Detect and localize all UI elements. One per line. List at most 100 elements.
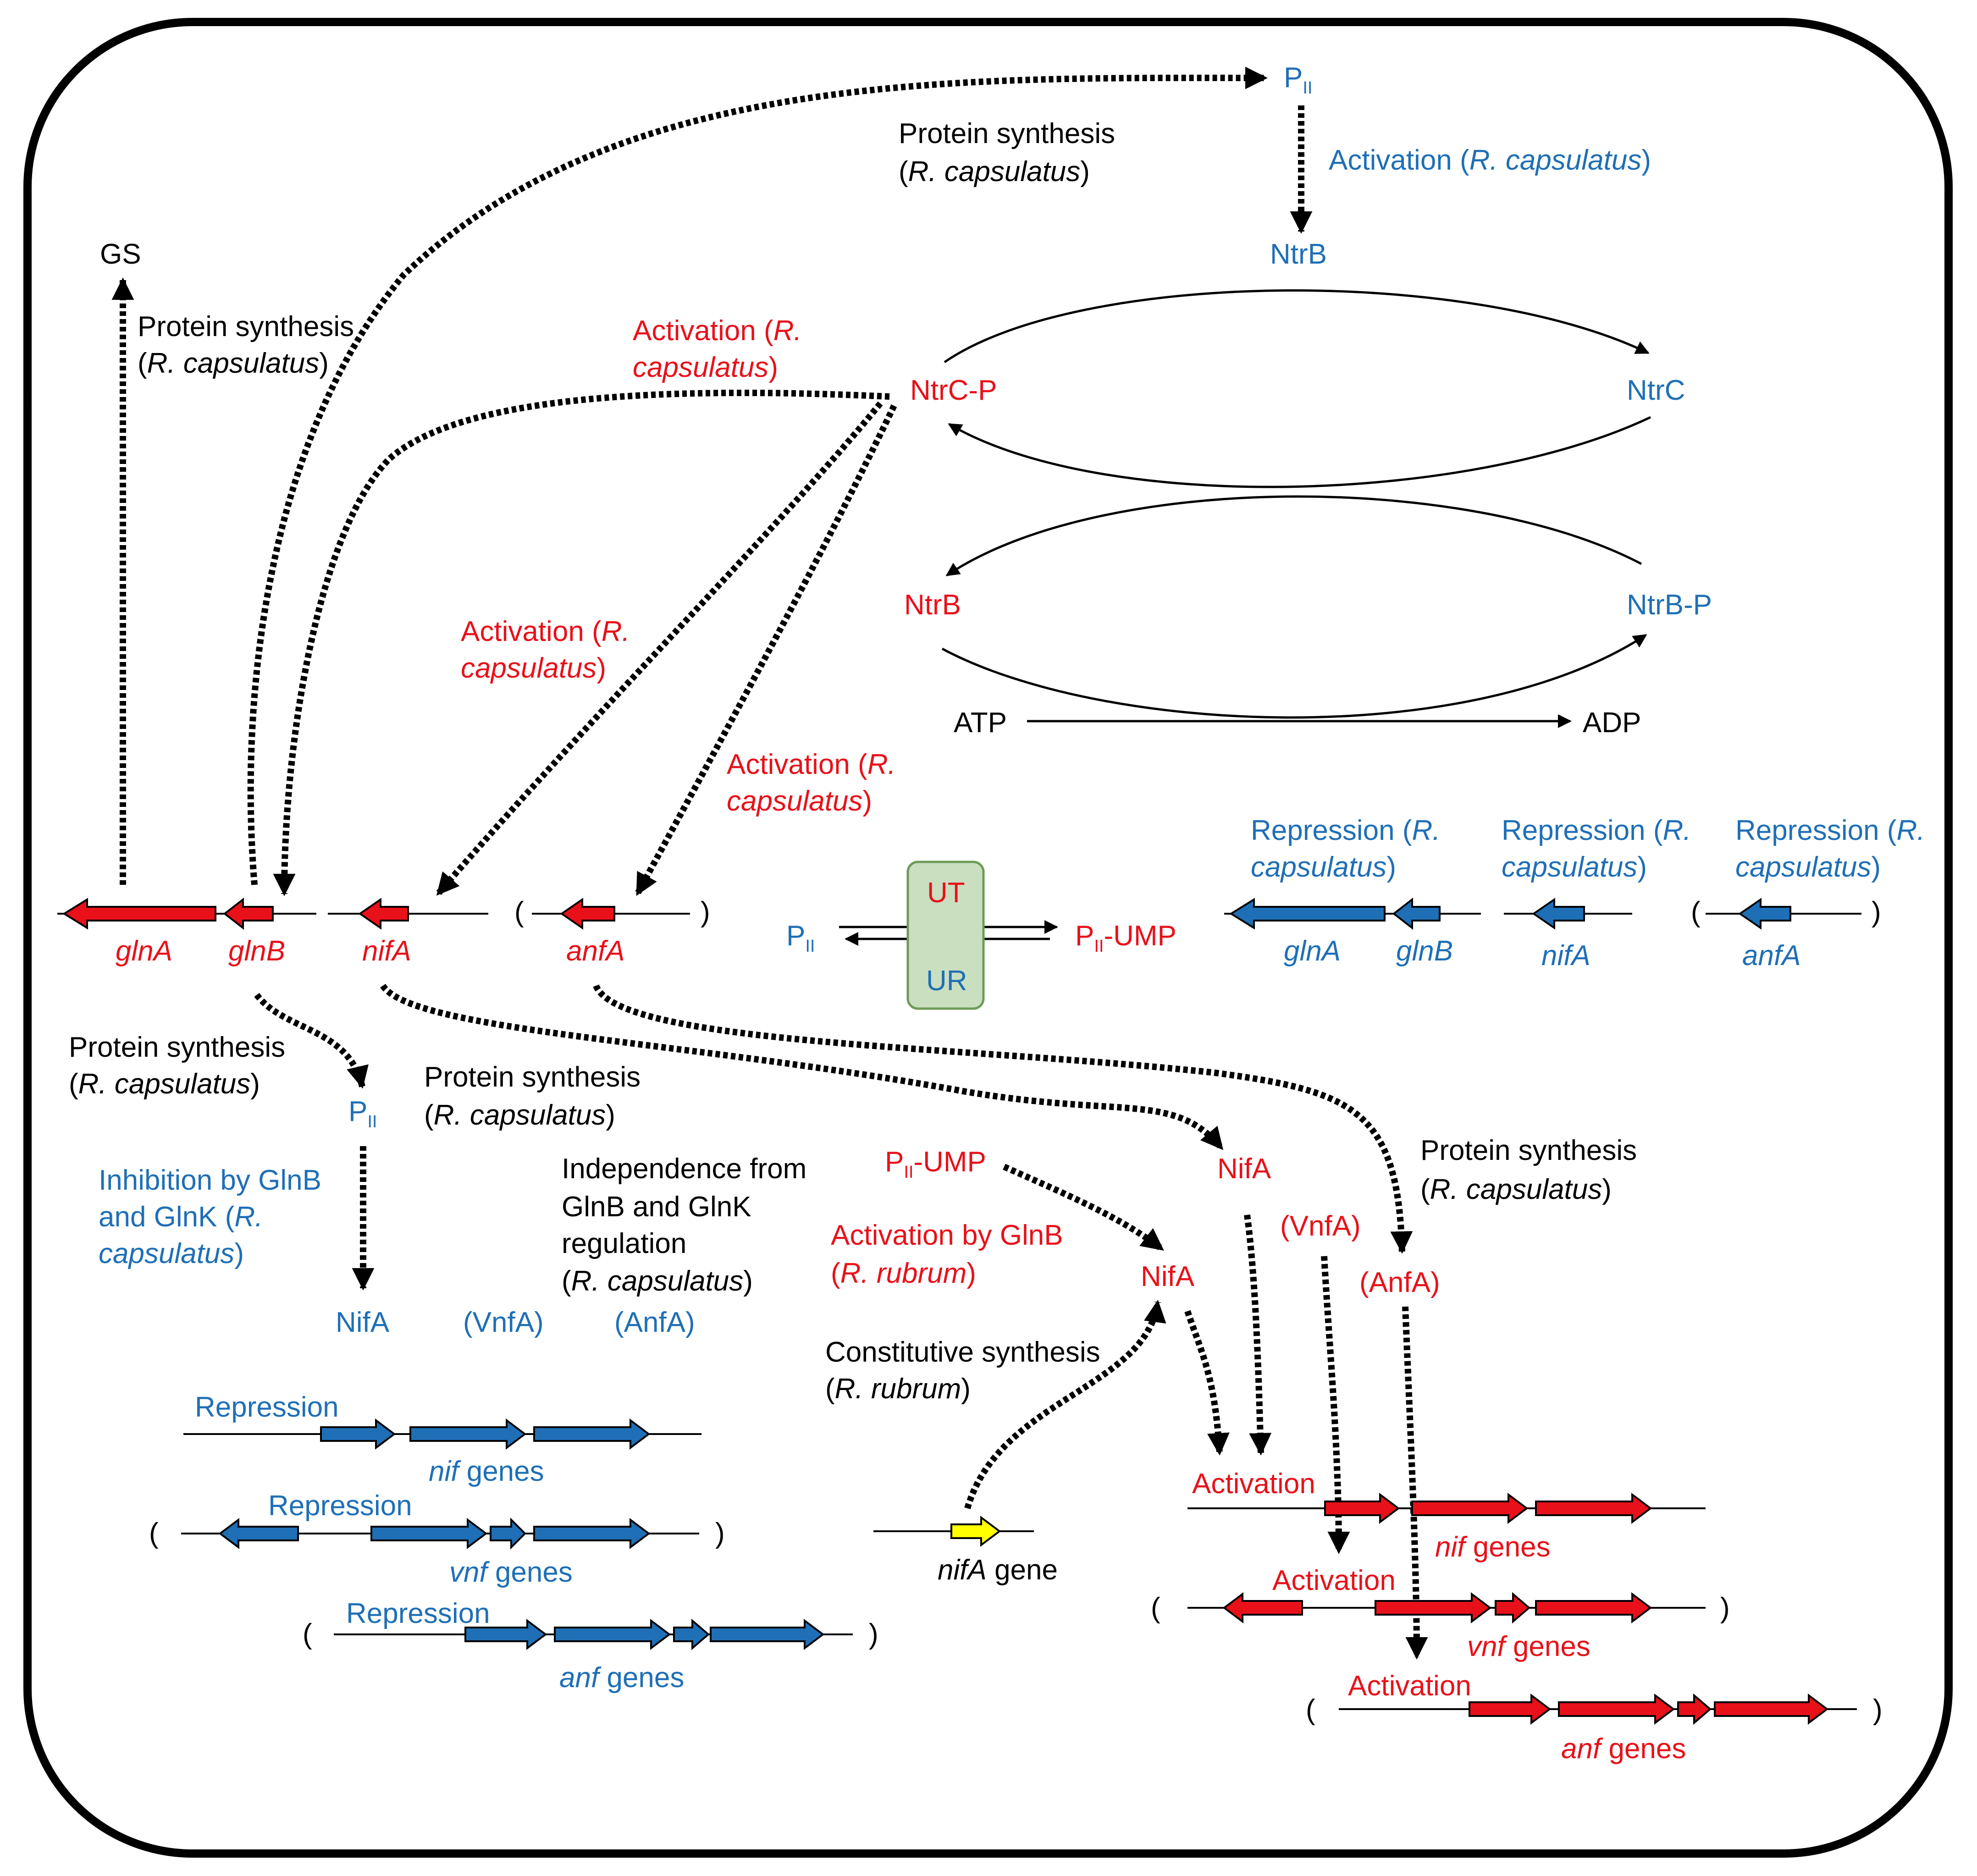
nifA-gene-label: nifA gene [938, 1554, 1058, 1586]
anf-gene-blue-3 [673, 1618, 710, 1650]
arrow-glnb-to-pii-mid [254, 993, 369, 1089]
nif-gene-blue-1 [320, 1418, 396, 1450]
arrow-nifa-top-to-nif-genes [1244, 1214, 1272, 1456]
activation-anf-label: Activation [1348, 1670, 1471, 1702]
protein-synthesis-gs: Protein synthesis [138, 311, 354, 342]
paren: ) [1873, 1694, 1883, 1726]
nifA-gene-yellow-arrow [950, 1516, 1001, 1547]
arrow-ntrcp-to-nifa [435, 401, 883, 896]
arrow-anfa-gene-to-anfa-protein [593, 984, 1413, 1254]
nif-gene-blue-3 [533, 1418, 651, 1450]
ntrb-red: NtrB [904, 589, 961, 621]
anf-gene-red-3 [1677, 1693, 1712, 1725]
arrow-ntrb-to-ntrbp [941, 634, 1647, 719]
constitutive-label-2: (R. rubrum) [825, 1373, 971, 1405]
vnf-gene-blue-1 [218, 1518, 299, 1549]
arrow-ntrbp-to-ntrb [945, 495, 1642, 577]
cell-frame [23, 18, 1953, 1858]
pii-ump-right-of-ut: PII-UMP [1075, 920, 1176, 956]
paren: ) [715, 1517, 725, 1549]
independence-label-1: Independence from [562, 1153, 806, 1185]
vnf-gene-red-1 [1222, 1592, 1303, 1623]
vnf-gene-blue-2 [370, 1518, 488, 1549]
glnB-red-label: glnB [228, 935, 285, 967]
anfA-red-label: anfA [566, 935, 625, 967]
ntrc: NtrC [1627, 375, 1685, 406]
repression-label-1: Repression (R. [1251, 815, 1440, 846]
repression-label-3: Repression (R. [1735, 815, 1925, 846]
vnf-genes-blue-label: vnf genes [449, 1556, 573, 1588]
paren: ( [1306, 1694, 1315, 1726]
glnA-blue-label: glnA [1284, 935, 1341, 967]
structural-genes-red [1187, 1493, 1857, 1725]
inhibition-label-3: capsulatus) [99, 1238, 244, 1269]
anf-gene-blue-4 [710, 1619, 825, 1650]
activation-nifa-label-2: capsulatus) [461, 652, 606, 684]
constitutive-label-1: Constitutive synthesis [825, 1336, 1100, 1368]
nif-gene-red-1 [1324, 1493, 1400, 1524]
pii-top: PII [1284, 62, 1312, 98]
repression-label-2b: capsulatus) [1502, 851, 1647, 883]
paren: ( [1691, 896, 1701, 928]
anfa-blue-protein: (AnfA) [614, 1307, 695, 1338]
pii-left-of-ut: PII [786, 920, 815, 956]
activation-anfa-label-2: capsulatus) [727, 785, 872, 817]
anf-gene-red-1 [1469, 1694, 1552, 1725]
nifa-red-protein-top: NifA [1217, 1153, 1271, 1185]
paren: ( [1151, 1592, 1160, 1624]
activation-glnb-label-2: (R. rubrum) [831, 1258, 976, 1289]
paren: ( [149, 1517, 159, 1549]
arrow-ntrc-to-ntrcp [948, 416, 1651, 488]
activation-vnf-label: Activation [1272, 1565, 1396, 1596]
repression-vnf-label: Repression [268, 1490, 412, 1522]
independence-label-4: (R. capsulatus) [562, 1265, 753, 1297]
paren: ) [869, 1618, 878, 1650]
ut-ur-box [906, 861, 985, 1010]
arrow-nifa-gene-to-nifa-red [380, 983, 1225, 1151]
nif-genes-red-label: nif genes [1435, 1531, 1551, 1563]
anf-genes-red-label: anf genes [1561, 1733, 1686, 1765]
pii-mid: PII [348, 1096, 377, 1131]
repression-label-3b: capsulatus) [1735, 851, 1881, 883]
paren: ( [514, 896, 524, 928]
glnB-blue-arrow [1392, 897, 1441, 930]
nifA-gene-constitutive [873, 1516, 1034, 1547]
paren: ) [1872, 896, 1881, 928]
nif-gene-red-3 [1535, 1493, 1652, 1524]
ur-label: UR [926, 965, 967, 997]
regulator-genes-red [57, 897, 690, 930]
arrow-ntrcp-to-anfa [634, 404, 897, 896]
dotted-arrows [111, 66, 1428, 1660]
paren: ) [701, 896, 710, 928]
protein-synthesis-right: Protein synthesis [1420, 1135, 1637, 1166]
nifA-red-label: nifA [362, 935, 411, 967]
paren: ( [303, 1618, 312, 1650]
arrow-piiump-to-nifa [1003, 1164, 1165, 1252]
pii-ump-mid: PII-UMP [885, 1146, 986, 1182]
vnf-gene-blue-3 [490, 1517, 526, 1550]
activation-ntrc-label-2: capsulatus) [633, 352, 778, 383]
protein-synthesis-mid: Protein synthesis [424, 1061, 641, 1093]
labels: Protein synthesis (R. capsulatus) PII Ac… [69, 62, 1925, 1765]
organism-mid: (R. capsulatus) [424, 1099, 615, 1131]
anf-gene-red-2 [1558, 1694, 1675, 1725]
regulator-genes-blue [1224, 897, 1861, 930]
vnf-gene-red-3 [1495, 1592, 1531, 1624]
ntrb-p: NtrB-P [1627, 589, 1712, 621]
arrow-nifa-gene-to-nifa-protein [964, 1300, 1166, 1509]
arrow-glnb-to-pii-top [247, 66, 1268, 885]
ut-label: UT [927, 877, 965, 909]
organism-right: (R. capsulatus) [1420, 1174, 1612, 1205]
activation-nifa-label: Activation (R. [461, 616, 630, 647]
glnB-blue-label: glnB [1396, 935, 1453, 967]
anfA-blue-arrow [1738, 898, 1791, 930]
activation-anfa-label: Activation (R. [727, 749, 896, 780]
organism-left: (R. capsulatus) [69, 1068, 260, 1100]
repression-nif-label: Repression [195, 1391, 339, 1423]
glnA-red-label: glnA [116, 935, 172, 967]
structural-genes-blue [181, 1418, 853, 1650]
protein-synthesis-left: Protein synthesis [69, 1032, 285, 1063]
ntrc-p: NtrC-P [910, 375, 997, 406]
repression-anf-label: Repression [346, 1598, 490, 1629]
anf-gene-blue-1 [464, 1619, 547, 1650]
